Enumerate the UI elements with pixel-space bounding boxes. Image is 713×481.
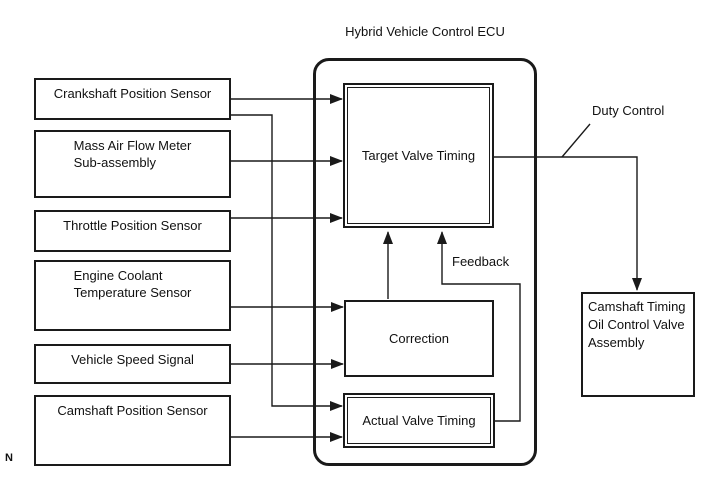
sensor-box-camshaft-position: Camshaft Position Sensor [34,395,231,466]
sensor-label: Crankshaft Position Sensor [53,86,212,101]
block-label: Correction [389,331,449,346]
actuator-label: Camshaft Timing Oil Control Valve Assemb… [588,299,686,350]
sensor-box-throttle-position: Throttle Position Sensor [34,210,231,252]
actual-valve-timing-inner-frame: Actual Valve Timing [347,397,491,444]
sensor-label: Camshaft Position Sensor [57,403,208,418]
duty-control-leader-line [561,123,591,158]
sensor-label: Mass Air Flow Meter Sub-assembly [73,138,192,170]
sensor-box-vehicle-speed: Vehicle Speed Signal [34,344,231,384]
block-label: Actual Valve Timing [362,413,476,428]
corner-mark: N [5,452,13,464]
target-valve-timing-inner-frame: Target Valve Timing [347,87,490,224]
correction-box: Correction [344,300,494,377]
sensor-label: Vehicle Speed Signal [71,352,194,367]
sensor-box-crankshaft-position: Crankshaft Position Sensor [34,78,231,120]
block-label: Target Valve Timing [361,148,476,163]
actuator-box-camshaft-timing-ocv: Camshaft Timing Oil Control Valve Assemb… [581,292,695,397]
feedback-label: Feedback [452,254,510,269]
target-valve-timing-box: Target Valve Timing [343,83,494,228]
sensor-box-mass-air-flow: Mass Air Flow Meter Sub-assembly [34,130,231,198]
diagram-title: Hybrid Vehicle Control ECU [345,24,505,39]
sensor-label: Engine Coolant Temperature Sensor [73,268,192,300]
sensor-label: Throttle Position Sensor [63,218,202,233]
sensor-box-engine-coolant-temp: Engine Coolant Temperature Sensor [34,260,231,331]
actual-valve-timing-box: Actual Valve Timing [343,393,495,448]
duty-control-label: Duty Control [592,103,665,118]
